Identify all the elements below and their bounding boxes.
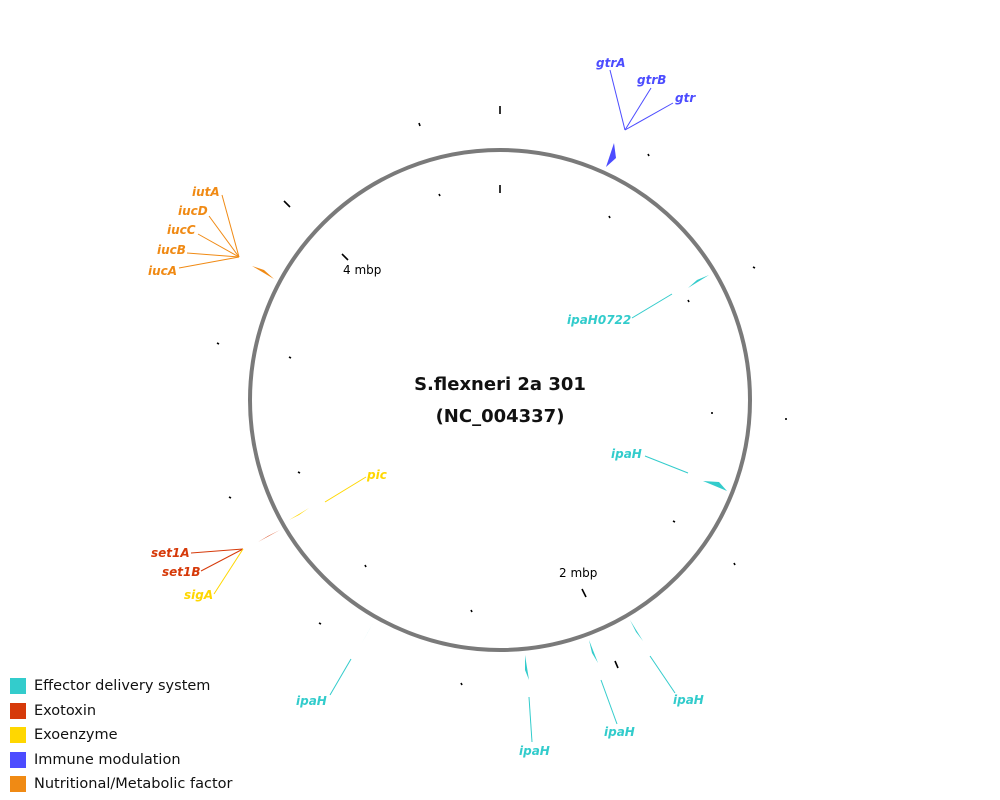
legend-label-effector: Effector delivery system xyxy=(34,678,211,695)
set1-leader-lines xyxy=(190,548,244,595)
legend-item-effector: Effector delivery system xyxy=(10,674,232,699)
ipaH-bottom-3-leader-line xyxy=(528,696,533,743)
scale-label-2mbp: 2 mbp xyxy=(559,566,597,580)
legend-label-exoenzyme: Exoenzyme xyxy=(34,727,118,744)
legend-swatch-exoenzyme xyxy=(10,727,26,744)
gene-marker-sigA[interactable] xyxy=(259,533,281,545)
gene-label-ipaH-bottom-2: ipaH xyxy=(604,725,635,739)
gene-marker-ipaH-bottom-3[interactable] xyxy=(525,655,529,680)
gene-label-sigA: sigA xyxy=(184,588,213,602)
pic-leader-line xyxy=(324,476,367,503)
gtr-leader-lines xyxy=(609,69,674,131)
gene-label-iucB: iucB xyxy=(157,243,186,257)
gene-label-ipaH-bottom-3: ipaH xyxy=(519,744,550,758)
gene-label-gtrB: gtrB xyxy=(637,73,666,87)
gene-marker-ipaH-bottom-1[interactable] xyxy=(630,620,643,641)
gene-label-iutA: iutA xyxy=(192,185,220,199)
genome-accession: (NC_004337) xyxy=(436,406,565,427)
gene-marker-ipaH-right[interactable] xyxy=(703,481,727,491)
gene-label-set1A: set1A xyxy=(151,546,190,560)
legend-swatch-exotoxin xyxy=(10,702,26,719)
outer-ticks xyxy=(216,106,787,686)
gene-label-pic: pic xyxy=(366,468,387,482)
ipaH-bottom-1-leader-line xyxy=(649,655,676,694)
gene-label-ipaH0722: ipaH0722 xyxy=(567,313,631,327)
legend-item-exoenzyme: Exoenzyme xyxy=(10,723,232,748)
legend-label-immune: Immune modulation xyxy=(34,751,181,768)
ipaH-bottom-4-leader-line xyxy=(329,658,352,696)
legend-label-exotoxin: Exotoxin xyxy=(34,702,97,719)
gene-label-gtr: gtr xyxy=(675,91,696,105)
gene-marker-ipaH-bottom-4[interactable] xyxy=(362,623,373,643)
legend-item-exotoxin: Exotoxin xyxy=(10,699,232,724)
gene-label-iucD: iucD xyxy=(178,204,208,218)
gene-marker-ipaH0722[interactable] xyxy=(688,275,709,288)
gene-label-ipaH-bottom-1: ipaH xyxy=(673,693,704,707)
gene-label-gtrA: gtrA xyxy=(596,56,626,70)
legend-swatch-immune xyxy=(10,751,26,768)
genome-title: S.flexneri 2a 301 xyxy=(414,374,586,395)
scale-label-4mbp: 4 mbp xyxy=(343,263,381,277)
ipaH-bottom-2-leader-line xyxy=(600,679,618,725)
gene-label-iucA: iucA xyxy=(148,264,177,278)
legend: Effector delivery system Exotoxin Exoenz… xyxy=(10,674,232,797)
gene-label-iucC: iucC xyxy=(167,223,196,237)
legend-swatch-effector xyxy=(10,678,26,695)
inner-ticks xyxy=(288,185,713,613)
gene-label-set1B: set1B xyxy=(162,565,201,579)
gene-label-ipaH-bottom-4: ipaH xyxy=(296,694,327,708)
gene-marker-pic[interactable] xyxy=(289,508,309,520)
gene-marker-ipaH-bottom-2[interactable] xyxy=(589,640,598,663)
legend-item-nutritional: Nutritional/Metabolic factor xyxy=(10,772,232,797)
legend-label-nutritional: Nutritional/Metabolic factor xyxy=(34,776,233,793)
ipaH0722-leader-line xyxy=(631,293,673,319)
gene-label-ipaH-right: ipaH xyxy=(611,447,642,461)
genome-circle xyxy=(248,148,752,652)
gene-marker-gtr[interactable] xyxy=(606,143,616,167)
iuc-leader-lines xyxy=(178,194,240,269)
legend-item-immune: Immune modulation xyxy=(10,748,232,773)
gene-marker-set1[interactable] xyxy=(258,530,280,542)
gene-marker-iuc[interactable] xyxy=(252,266,274,279)
legend-swatch-nutritional xyxy=(10,776,26,793)
ipaH-right-leader-line xyxy=(644,455,689,474)
